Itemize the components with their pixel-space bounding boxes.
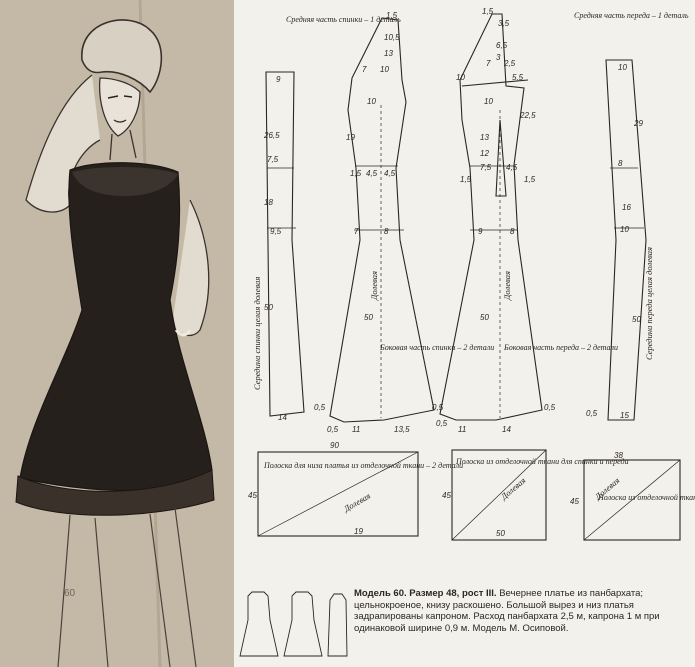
caption: Модель 60. Размер 48, рост III. Вечернее… (354, 588, 689, 634)
svg-text:7: 7 (362, 65, 367, 74)
svg-text:50: 50 (480, 313, 489, 322)
svg-text:0,5: 0,5 (432, 403, 444, 412)
svg-text:26,5: 26,5 (263, 131, 280, 140)
svg-text:3: 3 (496, 53, 501, 62)
label-front-center-side: Середина переда целая долевая (644, 247, 654, 360)
dress-drawing (0, 0, 234, 667)
svg-text:7: 7 (486, 59, 491, 68)
svg-text:16: 16 (622, 203, 631, 212)
svg-text:18: 18 (264, 198, 273, 207)
svg-text:14: 14 (278, 413, 287, 422)
svg-text:13,5: 13,5 (394, 425, 410, 434)
piece-front-center: Средняя часть переда – 1 деталь 10 29 8 … (574, 11, 689, 421)
label-side-front: Боковая часть переда – 2 детали (503, 343, 618, 352)
svg-text:12: 12 (480, 149, 489, 158)
svg-text:50: 50 (264, 303, 273, 312)
label-strip-back-front: Полоска из отделочной ткани для спинки и… (455, 457, 629, 466)
svg-text:45: 45 (248, 491, 257, 500)
svg-text:10: 10 (380, 65, 389, 74)
svg-text:4,5: 4,5 (506, 163, 518, 172)
svg-text:29: 29 (633, 119, 643, 128)
piece-side-front: 1,5 3,5 6,5 3 7 2,5 5,5 10 10 22,5 13 12… (436, 7, 618, 434)
svg-text:0,5: 0,5 (544, 403, 556, 412)
svg-text:10,5: 10,5 (384, 33, 400, 42)
svg-text:10: 10 (456, 73, 465, 82)
svg-text:11: 11 (458, 425, 466, 434)
strip-hem: 90 45 19 Полоска для низа платья из отде… (248, 441, 463, 537)
caption-model: Модель 60. Размер 48, рост III. (354, 588, 497, 599)
svg-text:1,5: 1,5 (460, 175, 472, 184)
svg-text:8: 8 (618, 159, 623, 168)
svg-text:2,5: 2,5 (503, 59, 516, 68)
svg-text:0,5: 0,5 (327, 425, 339, 434)
svg-text:13: 13 (480, 133, 489, 142)
svg-text:6,5: 6,5 (496, 41, 508, 50)
svg-text:45: 45 (442, 491, 451, 500)
svg-text:4,5: 4,5 (366, 169, 378, 178)
label-front-center-title: Средняя часть переда – 1 деталь (574, 11, 689, 20)
svg-text:0,5: 0,5 (436, 419, 448, 428)
svg-text:22,5: 22,5 (519, 111, 536, 120)
svg-text:Долевая: Долевая (502, 271, 512, 301)
svg-text:9,5: 9,5 (270, 227, 282, 236)
fashion-illustration (0, 0, 234, 667)
svg-text:38: 38 (614, 451, 623, 460)
svg-text:Долевая: Долевая (369, 271, 379, 301)
svg-text:50: 50 (632, 315, 641, 324)
label-strip-upper: Полоска из отделочной ткани для деталей … (597, 493, 695, 502)
svg-text:7,5: 7,5 (480, 163, 492, 172)
svg-text:10: 10 (620, 225, 629, 234)
label-strip-hem: Полоска для низа платья из отделочной тк… (263, 461, 463, 470)
svg-text:0,5: 0,5 (314, 403, 326, 412)
svg-text:15: 15 (620, 411, 629, 420)
svg-text:10: 10 (618, 63, 627, 72)
svg-text:7: 7 (354, 227, 359, 236)
svg-text:Долевая: Долевая (341, 491, 372, 515)
svg-text:14: 14 (502, 425, 511, 434)
svg-text:11: 11 (352, 425, 360, 434)
svg-text:19: 19 (354, 527, 363, 536)
pattern-sheet: Середина спинки целая долевая 9 26,5 7,5… (234, 0, 695, 667)
svg-text:50: 50 (364, 313, 373, 322)
svg-text:10: 10 (367, 97, 376, 106)
svg-text:10: 10 (484, 97, 493, 106)
piece-side-back: Средняя часть спинки – 1 деталь 1,5 10,5… (286, 11, 494, 434)
pattern-drawing: Середина спинки целая долевая 9 26,5 7,5… (248, 7, 695, 541)
svg-text:90: 90 (330, 441, 339, 450)
svg-text:9: 9 (276, 75, 281, 84)
label-back-center-title: Средняя часть спинки – 1 деталь (286, 15, 401, 24)
svg-text:8: 8 (384, 227, 389, 236)
svg-text:4,5: 4,5 (384, 169, 396, 178)
svg-text:5,5: 5,5 (512, 73, 524, 82)
svg-text:50: 50 (496, 529, 505, 538)
svg-text:Долевая: Долевая (498, 475, 527, 502)
svg-text:45: 45 (570, 497, 579, 506)
svg-text:9: 9 (478, 227, 483, 236)
svg-text:13: 13 (384, 49, 393, 58)
svg-text:19: 19 (346, 133, 355, 142)
label-back-center-side: Середина спинки целая долевая (252, 277, 262, 390)
svg-text:0,5: 0,5 (586, 409, 598, 418)
svg-text:8: 8 (510, 227, 515, 236)
caption-text: Вечернее платье из панбархата; цельнокро… (354, 588, 660, 634)
svg-text:1,5: 1,5 (482, 7, 494, 16)
svg-text:1,5: 1,5 (524, 175, 536, 184)
svg-text:1,5: 1,5 (386, 11, 398, 20)
piece-back-center: Середина спинки целая долевая 9 26,5 7,5… (252, 71, 326, 422)
svg-text:7,5: 7,5 (267, 155, 279, 164)
label-side-back: Боковая часть спинки – 2 детали (379, 343, 494, 352)
svg-text:3,5: 3,5 (498, 19, 510, 28)
dress-thumbnails (239, 591, 348, 657)
page-number: 60 (64, 588, 76, 599)
svg-text:1,5: 1,5 (350, 169, 362, 178)
